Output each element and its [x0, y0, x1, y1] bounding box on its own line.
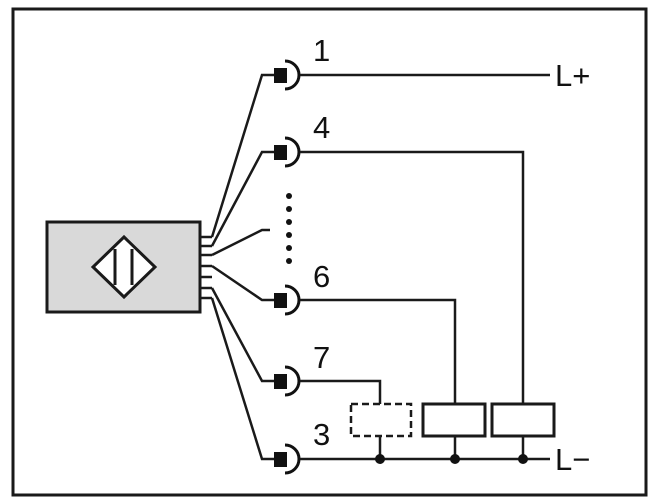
more-pins-dots [286, 193, 292, 264]
pin-label-6: 6 [313, 259, 330, 294]
wire-pin-7-to-optional-load [300, 379, 382, 404]
supply-positive-label: L+ [555, 58, 590, 93]
wire-to-pin-6 [211, 264, 276, 302]
fanout-wires [210, 73, 276, 461]
junction-dots [375, 454, 528, 464]
load-box-pin-6 [421, 402, 487, 438]
wire-pin-4-to-load [300, 150, 525, 404]
connector-pin-4 [274, 136, 301, 168]
sensor [45, 220, 212, 314]
wire-to-pin-4 [210, 150, 276, 247]
connector-pin-1 [274, 59, 301, 91]
sensor-wire-stubs [200, 235, 212, 300]
connector-pin-7 [274, 365, 301, 397]
supply-negative-label: L− [555, 442, 590, 477]
pin-label-7: 7 [313, 340, 330, 375]
diagram-frame [11, 7, 648, 497]
output-wires [300, 73, 550, 461]
wire-to-pin-3 [210, 297, 276, 461]
wire-to-dots [211, 228, 270, 257]
connector-pin-3 [274, 443, 301, 475]
wire-pin-6-to-load [300, 298, 457, 404]
connector-pin-6 [274, 284, 301, 316]
diamond-with-bars-icon [90, 234, 158, 300]
wire-to-pin-7 [210, 287, 276, 383]
pin-label-4: 4 [313, 110, 330, 145]
optional-load-box [349, 402, 413, 438]
load-box-pin-4 [490, 402, 556, 438]
wire-to-pin-1 [210, 73, 276, 238]
pin-label-3: 3 [313, 417, 330, 452]
pin-label-1: 1 [313, 33, 330, 68]
